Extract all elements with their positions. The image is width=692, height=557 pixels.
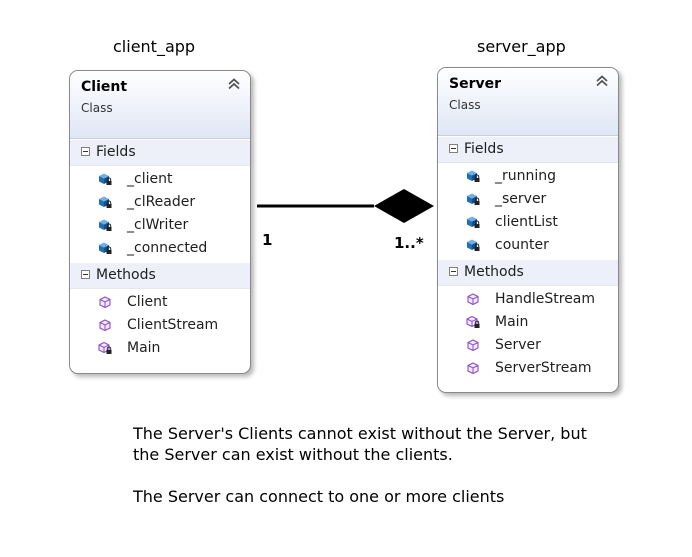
field-member[interactable]: _running xyxy=(438,165,618,188)
field-member[interactable]: clientList xyxy=(438,211,618,234)
client-class-header[interactable]: Client Class xyxy=(70,71,250,139)
field-member-name: _server xyxy=(495,191,547,207)
private-method-icon xyxy=(466,315,480,329)
note-line-3: The Server can connect to one or more cl… xyxy=(133,487,505,506)
method-member[interactable]: Server xyxy=(438,334,618,357)
field-member[interactable]: _connected xyxy=(70,237,250,260)
note-line-1: The Server's Clients cannot exist withou… xyxy=(133,424,587,443)
client-fields-list: _client _clReader _clWriter _connected xyxy=(70,166,250,262)
public-method-icon xyxy=(98,295,112,309)
method-member[interactable]: Main xyxy=(438,311,618,334)
client-class-name: Client xyxy=(81,79,128,95)
client-class-box[interactable]: Client Class Fields _client _clReader _clW… xyxy=(69,70,251,374)
note-line-2: the Server can exist without the clients… xyxy=(133,445,453,464)
method-member[interactable]: Main xyxy=(70,337,250,360)
field-member-name: _connected xyxy=(127,240,208,256)
method-member-name: HandleStream xyxy=(495,291,596,307)
client-fields-header[interactable]: Fields xyxy=(70,139,250,166)
private-field-icon xyxy=(466,169,480,183)
method-member-name: ServerStream xyxy=(495,360,592,376)
collapse-minus-icon[interactable] xyxy=(449,267,458,276)
client-methods-header[interactable]: Methods xyxy=(70,262,250,289)
private-field-icon xyxy=(466,215,480,229)
field-member-name: _clWriter xyxy=(127,217,189,233)
server-fields-header[interactable]: Fields xyxy=(438,136,618,163)
private-field-icon xyxy=(466,192,480,206)
private-method-icon xyxy=(98,341,112,355)
client-methods-label: Methods xyxy=(96,267,156,283)
server-fields-label: Fields xyxy=(464,141,504,157)
collapse-minus-icon[interactable] xyxy=(81,270,90,279)
private-field-icon xyxy=(98,172,112,186)
client-app-label: client_app xyxy=(113,37,196,56)
method-member-name: Client xyxy=(127,294,168,310)
method-member-name: ClientStream xyxy=(127,317,219,333)
private-field-icon xyxy=(98,195,112,209)
public-method-icon xyxy=(466,292,480,306)
client-fields-label: Fields xyxy=(96,144,136,160)
server-multiplicity: 1..* xyxy=(394,234,424,252)
server-methods-label: Methods xyxy=(464,264,524,280)
collapse-chevron-icon[interactable] xyxy=(595,74,609,88)
field-member-name: _clReader xyxy=(127,194,196,210)
method-member-name: Main xyxy=(495,314,529,330)
method-member[interactable]: HandleStream xyxy=(438,288,618,311)
server-class-stereotype: Class xyxy=(449,98,481,112)
field-member-name: clientList xyxy=(495,214,558,230)
client-class-stereotype: Class xyxy=(81,101,113,115)
private-field-icon xyxy=(98,241,112,255)
server-methods-header[interactable]: Methods xyxy=(438,259,618,286)
method-member[interactable]: ClientStream xyxy=(70,314,250,337)
field-member-name: _client xyxy=(127,171,173,187)
field-member[interactable]: _clWriter xyxy=(70,214,250,237)
collapse-minus-icon[interactable] xyxy=(449,144,458,153)
field-member-name: counter xyxy=(495,237,549,253)
public-method-icon xyxy=(466,361,480,375)
public-method-icon xyxy=(466,338,480,352)
field-member-name: _running xyxy=(495,168,557,184)
server-app-label: server_app xyxy=(477,37,566,56)
private-field-icon xyxy=(466,238,480,252)
collapse-minus-icon[interactable] xyxy=(81,147,90,156)
field-member[interactable]: _server xyxy=(438,188,618,211)
server-class-name: Server xyxy=(449,76,502,92)
field-member[interactable]: _client xyxy=(70,168,250,191)
field-member[interactable]: _clReader xyxy=(70,191,250,214)
server-fields-list: _running _server clientList counter xyxy=(438,163,618,259)
public-method-icon xyxy=(98,318,112,332)
client-multiplicity: 1 xyxy=(262,231,273,249)
method-member-name: Main xyxy=(127,340,161,356)
field-member[interactable]: counter xyxy=(438,234,618,257)
method-member[interactable]: ServerStream xyxy=(438,357,618,380)
method-member[interactable]: Client xyxy=(70,291,250,314)
private-field-icon xyxy=(98,218,112,232)
method-member-name: Server xyxy=(495,337,541,353)
server-class-header[interactable]: Server Class xyxy=(438,68,618,136)
composition-diamond-icon[interactable] xyxy=(374,189,434,223)
collapse-chevron-icon[interactable] xyxy=(227,77,241,91)
